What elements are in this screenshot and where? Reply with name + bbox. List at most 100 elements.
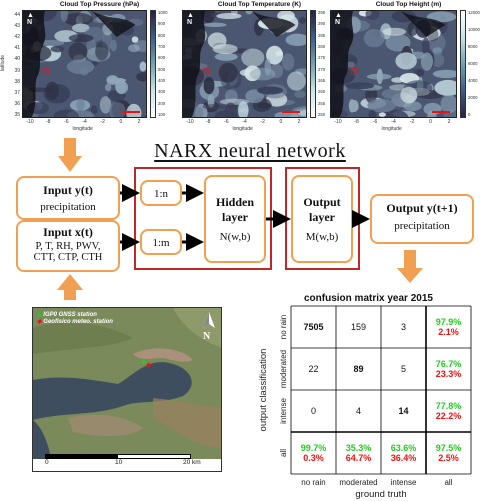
colorbar-tick: 280 <box>318 44 326 49</box>
delay-m-box: 1:m <box>140 229 182 255</box>
arrow-station-up <box>57 274 83 300</box>
input-x-vars-line1: P, T, RH, PWV, <box>35 241 101 252</box>
confusion-cell: 159 <box>350 322 367 332</box>
colorbar-tick: 270 <box>318 66 326 72</box>
confusion-title: confusion matrix year 2015 <box>304 293 433 304</box>
col-recall: 63.6% <box>390 443 417 453</box>
row-precision: 76.7% <box>435 359 462 369</box>
col-recall: 99.7% <box>300 443 327 453</box>
confusion-cell: 5 <box>400 364 406 374</box>
hidden-layer-line1: Hidden <box>215 195 254 209</box>
colorbar-tick: 400 <box>158 78 166 83</box>
input-x-box: Input x(t) P, T, RH, PWV, CTT, CTP, CTH <box>16 220 120 272</box>
final-output-subtitle: precipitation <box>394 220 450 232</box>
hidden-layer-box: Hidden layer N(w,b) <box>204 175 266 263</box>
delay-m-label: 1:m <box>152 237 170 249</box>
confusion-cell: 22 <box>308 364 319 374</box>
scale-label-bg <box>33 459 221 471</box>
colorbar-tick: 2000 <box>468 95 478 100</box>
diagram-arrows <box>57 184 423 300</box>
map-north-label: N <box>335 19 341 26</box>
longitude-tick: 2 <box>137 119 141 125</box>
col-percent-cell: 99.7%0.3% <box>291 432 336 474</box>
colorbar-tick: 260 <box>318 89 326 95</box>
colorbar-tick: 6000 <box>468 61 478 66</box>
map-title: Cloud Top Height (m) <box>375 1 442 8</box>
colorbar <box>310 10 316 118</box>
north-arrow-icon: ▲N <box>335 12 342 26</box>
row-label: all <box>279 449 288 458</box>
legend-meteo: ◆ Geofisico meteo. station <box>37 318 113 325</box>
confusion-cell: 7505 <box>303 322 324 332</box>
scale-tick-10: 10 <box>115 459 123 466</box>
total-accuracy: 97.5% <box>435 443 462 453</box>
longitude-tick: -10 <box>334 119 342 125</box>
meteo-marker-icon: ◆ <box>37 319 42 325</box>
scale-tick-0: 0 <box>45 459 49 466</box>
colorbar <box>150 10 156 118</box>
colorbar-tick: 0 <box>468 112 471 117</box>
col-percent-cell: 63.6%36.4% <box>381 432 426 474</box>
latitude-tick: 39 <box>14 67 20 74</box>
column-label: all <box>444 478 453 487</box>
longitude-label: longitude <box>381 126 402 132</box>
latitude-tick: 38 <box>14 78 20 85</box>
arrow-maps-to-network <box>58 138 82 172</box>
colorbar-tick: 275 <box>318 55 326 61</box>
confusion-cell: 89 <box>353 364 364 374</box>
longitude-tick: -6 <box>224 119 229 125</box>
total-percent-cell: 97.5%2.5% <box>426 432 471 474</box>
gnss-marker-icon: ◆ <box>37 312 42 318</box>
colorbar-tick: 290 <box>318 21 326 27</box>
colorbar-tick: 900 <box>158 21 166 27</box>
station-legend: ◆ IGP0 GNSS station ◆ Geofisico meteo. s… <box>37 311 113 325</box>
colorbar-tick: 295 <box>318 10 326 15</box>
map-north-label: N <box>27 19 33 26</box>
north-arrow-icon: ▲N <box>187 12 194 26</box>
output-layer-line1: Output <box>303 195 341 209</box>
column-label: no rain <box>301 478 326 487</box>
output-layer-box: Output layer M(w,b) <box>291 175 353 263</box>
legend-gnss: ◆ IGP0 GNSS station <box>37 311 113 318</box>
colorbar-tick: 100 <box>158 112 166 117</box>
colorbar-tick: 265 <box>318 78 326 83</box>
colorbar-tick: 250 <box>318 112 326 117</box>
longitude-tick: 0 <box>279 119 283 125</box>
latitude-tick: 35 <box>14 112 20 118</box>
map-title: Cloud Top Pressure (hPa) <box>59 1 140 8</box>
latitude-tick: 37 <box>14 89 20 96</box>
network-title: NARX neural network <box>154 140 346 162</box>
final-output-title: Output y(t+1) <box>386 201 458 215</box>
longitude-label: longitude <box>232 126 253 132</box>
row-error: 22.2% <box>435 411 462 421</box>
longitude-tick: -8 <box>205 119 211 125</box>
colorbar-tick: 600 <box>158 55 166 61</box>
delay-n-label: 1:n <box>153 188 169 200</box>
longitude-tick: -6 <box>64 119 69 125</box>
input-y-subtitle: precipitation <box>40 201 96 213</box>
longitude-tick: -10 <box>26 119 34 125</box>
row-precision: 77.8% <box>435 401 462 411</box>
longitude-tick: -2 <box>409 119 415 125</box>
row-percent-cell: 97.9%2.1% <box>426 306 471 348</box>
colorbar-tick: 285 <box>318 32 326 38</box>
longitude-tick: 0 <box>429 119 432 125</box>
output-layer-line2: layer <box>309 210 335 224</box>
longitude-tick: 0 <box>119 119 123 125</box>
colorbar-tick: 500 <box>158 66 166 72</box>
colorbar-tick: 700 <box>158 44 166 49</box>
map-north-label: N <box>187 19 193 26</box>
colorbar-tick: 200 <box>158 100 166 106</box>
hidden-layer-line2: layer <box>222 210 248 224</box>
row-percent-cell: 77.8%22.2% <box>426 390 471 432</box>
input-y-box: Input y(t) precipitation <box>16 176 120 220</box>
row-precision: 97.9% <box>435 317 462 327</box>
colorbar-tick: 800 <box>158 32 166 38</box>
scale-tick-20: 20 km <box>183 459 201 466</box>
north-label: N <box>203 331 211 342</box>
